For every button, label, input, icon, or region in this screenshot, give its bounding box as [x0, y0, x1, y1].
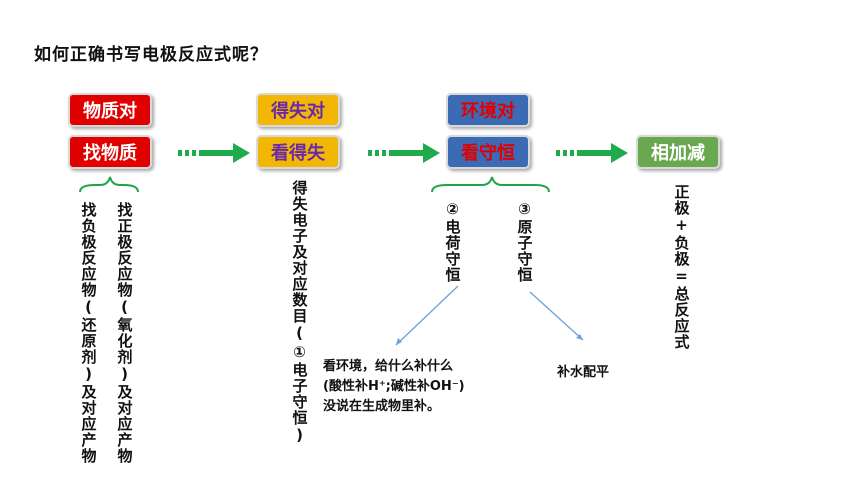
- step3-top-box: 环境对: [446, 93, 530, 127]
- environment-note-line3: 没说在生成物里补。: [323, 399, 441, 414]
- environment-note-line2: (酸性补H⁺;碱性补OH⁻): [323, 379, 465, 394]
- atom-conservation-note: ③原子守恒: [515, 200, 534, 283]
- arrow-1: [178, 143, 250, 163]
- step3-bottom-box: 看守恒: [446, 135, 530, 169]
- arrowhead-environment: [396, 338, 402, 345]
- total-reaction-note: 正极+负极=总反应式: [672, 184, 691, 350]
- step1-top-box: 物质对: [68, 93, 152, 127]
- charge-conservation-note: ②电荷守恒: [443, 200, 462, 283]
- water-balance-note: 补水配平: [557, 365, 610, 380]
- negative-electrode-note: 找负极反应物(还原剂)及对应产物: [79, 202, 98, 464]
- bracket-step1: [79, 176, 139, 193]
- step4-box: 相加减: [636, 135, 720, 169]
- arrow-3: [556, 143, 628, 163]
- electron-conservation-note: 得失电子及对应数目(①电子守恒): [290, 180, 309, 445]
- step2-bottom-box: 看得失: [256, 135, 340, 169]
- line-to-environment: [395, 285, 459, 346]
- bracket-step3: [431, 176, 550, 193]
- arrowhead-water: [576, 334, 583, 340]
- page-title: 如何正确书写电极反应式呢？: [34, 45, 268, 65]
- environment-note: 看环境，给什么补什么 (酸性补H⁺;碱性补OH⁻) 没说在生成物里补。: [323, 357, 465, 417]
- line-to-water: [529, 291, 584, 341]
- environment-note-line1: 看环境，给什么补什么: [323, 359, 454, 374]
- positive-electrode-note: 找正极反应物(氧化剂)及对应产物: [115, 202, 134, 464]
- step1-bottom-box: 找物质: [68, 135, 152, 169]
- step2-top-box: 得失对: [256, 93, 340, 127]
- arrow-2: [368, 143, 440, 163]
